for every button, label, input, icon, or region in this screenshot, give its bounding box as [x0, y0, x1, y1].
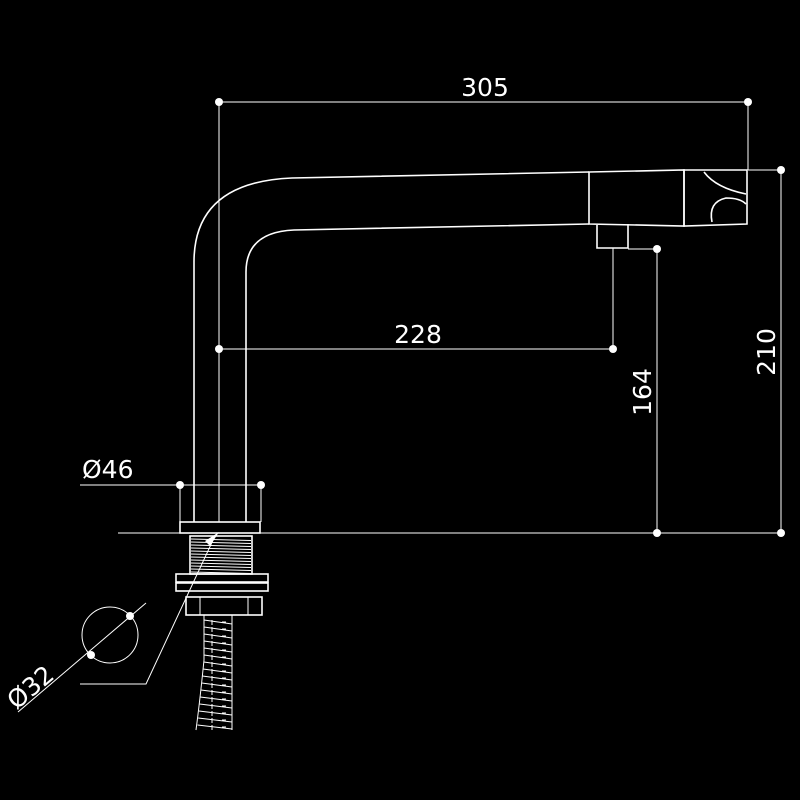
- dim-32-leader: [80, 537, 215, 685]
- thread-line: [190, 559, 252, 562]
- base-escutcheon: [179, 521, 261, 534]
- hose-braid-segment: [197, 724, 233, 730]
- dim-305-marker-left: [215, 98, 223, 106]
- dim-32-marker-top: [126, 612, 134, 620]
- thread-line: [190, 550, 252, 553]
- dim-46-marker-right: [257, 481, 265, 489]
- aerator-curve-bottom: [710, 197, 747, 223]
- washer-bottom: [175, 582, 269, 592]
- spout-end-body: [588, 169, 685, 227]
- hose-braid-segment: [203, 668, 233, 674]
- hose-braid-pattern: [197, 619, 233, 730]
- aerator-curve-top: [703, 171, 747, 195]
- thread-line: [190, 538, 252, 541]
- aerator-head: [683, 169, 748, 227]
- spout-inner-contour: [245, 223, 590, 522]
- thread-line: [190, 562, 252, 565]
- hose-braid-segment: [199, 703, 233, 709]
- hose-braid-segment: [201, 682, 233, 688]
- thread-line: [190, 556, 252, 559]
- thread-line: [190, 553, 252, 556]
- dim-32-diagonal: [17, 602, 147, 713]
- dim-228-marker-left: [215, 345, 223, 353]
- dimension-thread-diameter: Ø32: [1, 532, 219, 715]
- dimension-spout-height: 164: [628, 245, 781, 537]
- washer-top: [175, 573, 269, 583]
- supply-hose-left: [195, 615, 205, 731]
- dim-164-label: 164: [628, 368, 657, 416]
- dim-164-marker-top: [653, 245, 661, 253]
- faucet-outline: [118, 169, 748, 534]
- thread-line: [190, 568, 252, 571]
- dim-210-label: 210: [752, 328, 781, 376]
- hose-braid-segment: [200, 696, 233, 702]
- dim-46-label: Ø46: [82, 455, 134, 484]
- hose-braid-segment: [203, 633, 233, 639]
- dim-210-marker-top: [777, 166, 785, 174]
- lock-nut: [185, 596, 263, 616]
- hose-braid-segment: [198, 717, 233, 723]
- hose-braid-segment: [203, 626, 233, 632]
- dim-228-marker-right: [609, 345, 617, 353]
- hose-braid-segment: [203, 654, 233, 660]
- thread-line: [190, 541, 252, 544]
- dimension-spout-reach: 228: [215, 248, 617, 353]
- hose-braid-segment: [203, 661, 233, 667]
- dimension-base-diameter: Ø46: [80, 455, 265, 522]
- dim-32-marker-bottom: [87, 651, 95, 659]
- dimension-overall-length: 305: [215, 73, 752, 522]
- dim-32-leader-arrow: [205, 532, 219, 546]
- dim-305-marker-right: [744, 98, 752, 106]
- thread-line: [190, 547, 252, 550]
- hose-braid-segment: [203, 640, 233, 646]
- dim-305-label: 305: [461, 73, 509, 102]
- hose-braid-segment: [203, 619, 233, 625]
- dim-32-label: Ø32: [1, 660, 59, 715]
- thread-section-circle: [81, 606, 139, 664]
- thread-line: [190, 544, 252, 547]
- hose-braid-segment: [200, 689, 233, 695]
- sensor-nozzle: [596, 224, 629, 249]
- dim-46-marker-left: [176, 481, 184, 489]
- mounting-shank: [175, 535, 269, 731]
- hose-braid-segment: [203, 647, 233, 653]
- hose-braid-segment: [202, 675, 233, 681]
- dimension-overall-height: 210: [748, 166, 785, 537]
- dim-210-marker-bottom: [777, 529, 785, 537]
- dim-164-marker-bottom: [653, 529, 661, 537]
- dim-228-label: 228: [394, 320, 442, 349]
- hose-braid-segment: [198, 710, 233, 716]
